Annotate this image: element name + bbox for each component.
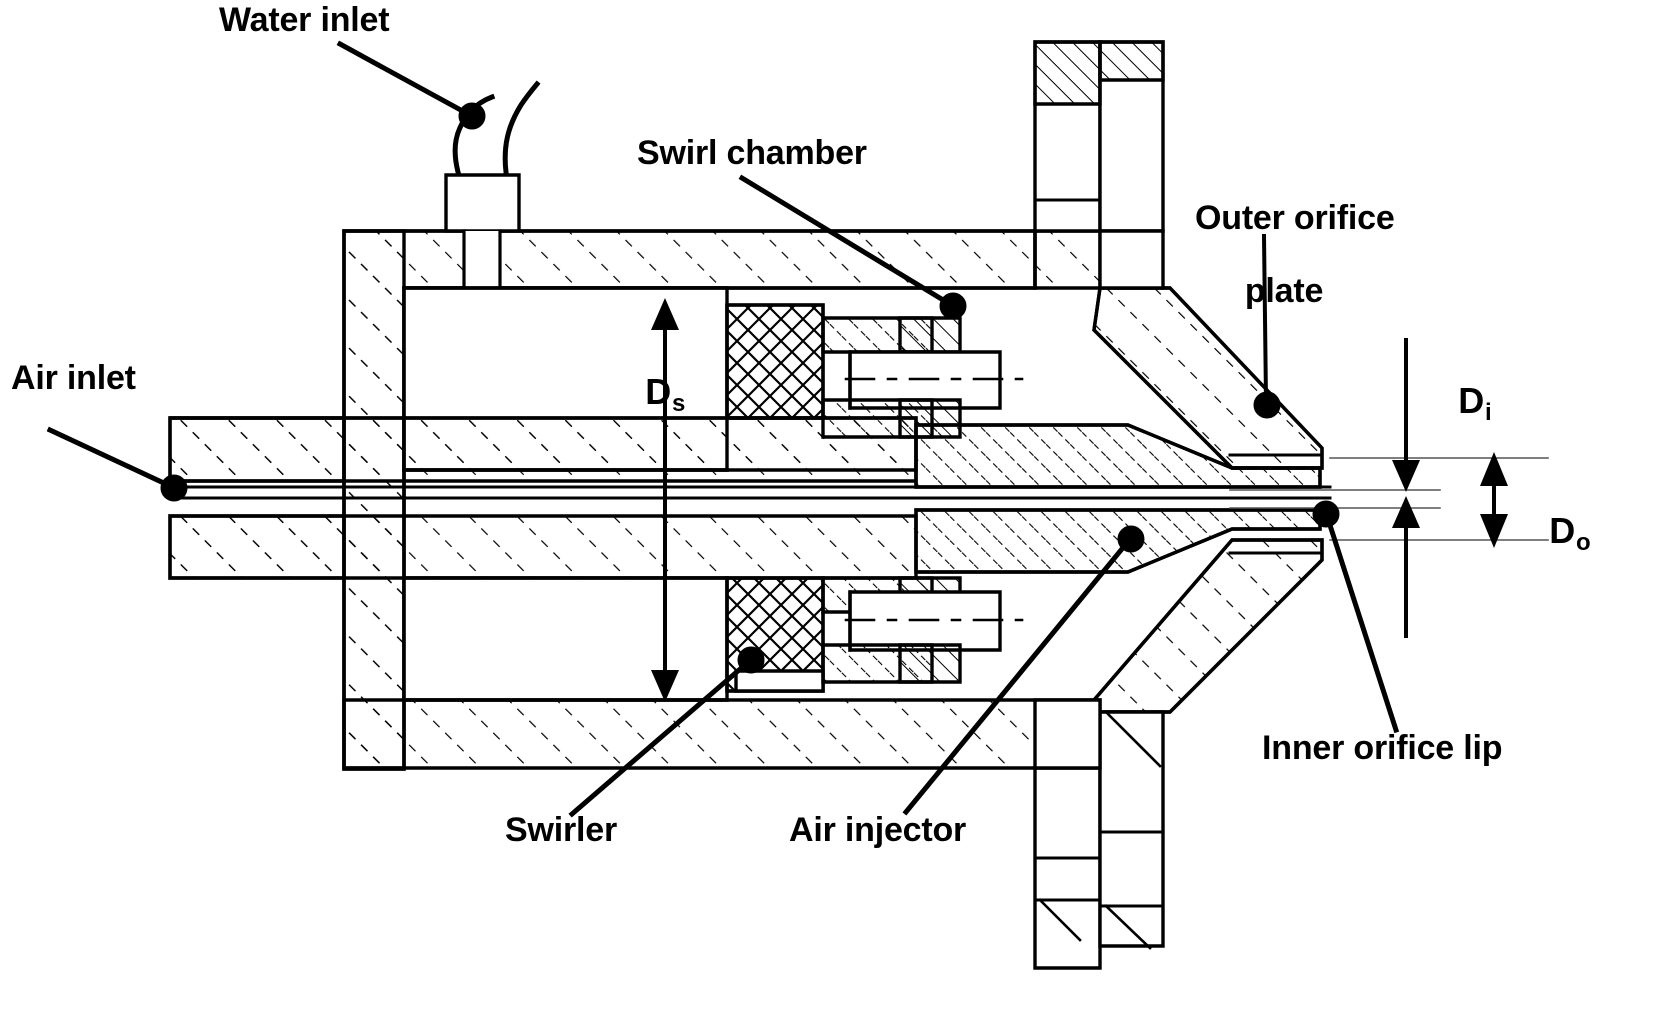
dimension-label-di: Di <box>1419 343 1491 460</box>
swirler-element-upper <box>725 303 825 420</box>
dimension-arrow-do <box>1480 452 1508 548</box>
top-flange-leg <box>1033 40 1165 233</box>
upper-housing-top-wall <box>1033 229 1102 290</box>
label-outer-orifice-plate-line1: Outer orifice <box>1195 198 1395 237</box>
callout-leaders <box>46 40 1400 818</box>
dimension-label-ds: Ds <box>606 334 686 451</box>
label-outer-orifice-plate: Outer orifice plate <box>1158 163 1395 347</box>
bottom-flange-leg <box>1033 710 1165 970</box>
top-flange-transition <box>1098 229 1165 290</box>
dimension-label-do: Do <box>1510 473 1590 590</box>
dimension-subscript-di: i <box>1485 398 1492 426</box>
central-air-passage <box>168 485 1332 500</box>
label-inner-orifice-lip: Inner orifice lip <box>1262 729 1503 767</box>
lower-swirl-chamber-cavity <box>402 576 729 702</box>
dimension-arrow-ds-shaft <box>651 298 679 702</box>
dimension-subscript-ds: s <box>672 389 686 417</box>
air-feed-tube-upper <box>168 416 346 483</box>
label-outer-orifice-plate-line2: plate <box>1244 272 1324 311</box>
dimension-symbol-ds: D <box>645 370 672 412</box>
label-swirler: Swirler <box>505 811 617 849</box>
label-swirl-chamber: Swirl chamber <box>637 134 867 172</box>
air-injector-upper <box>821 316 1024 439</box>
outer-orifice-plate-upper <box>1092 286 1324 470</box>
label-water-inlet: Water inlet <box>219 1 390 39</box>
bottom-flange-transition <box>1033 698 1102 770</box>
dimension-symbol-do: D <box>1549 509 1576 551</box>
dimension-subscript-do: o <box>1576 528 1591 556</box>
label-air-inlet: Air inlet <box>11 359 136 397</box>
dimension-arrow-di <box>1392 338 1420 638</box>
air-injector-lower <box>821 576 1024 684</box>
label-air-injector: Air injector <box>789 811 967 849</box>
swirler-element-lower <box>725 576 825 693</box>
dimension-symbol-di: D <box>1458 379 1485 421</box>
air-feed-tube-lower <box>168 514 346 580</box>
